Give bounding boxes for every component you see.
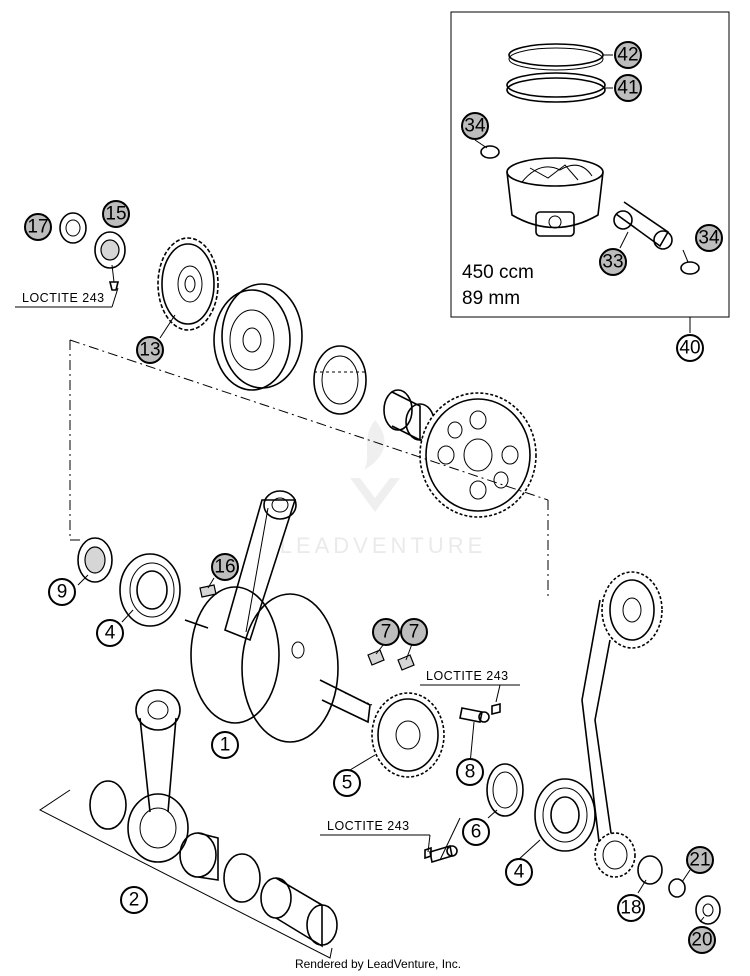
primary-gear bbox=[157, 237, 219, 331]
svg-text:16: 16 bbox=[214, 557, 235, 578]
callout-7: 7 bbox=[372, 618, 400, 646]
starter-gear bbox=[419, 392, 537, 518]
piston-pin-clip bbox=[680, 261, 700, 275]
piston-pin-clip bbox=[480, 145, 500, 159]
callout-18: 18 bbox=[617, 894, 645, 922]
shaft-seal bbox=[59, 212, 87, 244]
callout-4: 4 bbox=[505, 858, 533, 886]
svg-text:15: 15 bbox=[105, 204, 126, 225]
loctite-label: LOCTITE 243 bbox=[22, 291, 105, 305]
freewheel bbox=[313, 345, 367, 415]
callout-2: 2 bbox=[120, 886, 148, 914]
callout-5: 5 bbox=[333, 769, 361, 797]
callout-41: 41 bbox=[614, 74, 642, 102]
svg-text:34: 34 bbox=[698, 228, 720, 249]
svg-text:8: 8 bbox=[465, 762, 476, 783]
con-rod-kit-bracket bbox=[39, 789, 333, 959]
shaft-seal-with-bolt bbox=[94, 231, 126, 291]
callout-leaders bbox=[77, 54, 705, 923]
callout-13: 13 bbox=[136, 336, 164, 364]
callout-40: 40 bbox=[676, 334, 704, 362]
piston-kit-box bbox=[450, 11, 730, 318]
thrust-washer bbox=[223, 853, 261, 903]
loctite-label: LOCTITE 243 bbox=[327, 819, 410, 833]
callout-17: 17 bbox=[24, 213, 52, 241]
woodruff-key bbox=[367, 649, 385, 666]
piston bbox=[506, 157, 604, 237]
svg-text:7: 7 bbox=[381, 622, 392, 643]
loctite-label: LOCTITE 243 bbox=[426, 669, 509, 683]
svg-text:40: 40 bbox=[679, 338, 700, 359]
svg-text:42: 42 bbox=[617, 45, 638, 66]
svg-text:20: 20 bbox=[691, 930, 712, 951]
svg-text:4: 4 bbox=[105, 623, 116, 644]
washer bbox=[491, 702, 501, 716]
circlip bbox=[637, 855, 663, 885]
svg-text:5: 5 bbox=[342, 773, 353, 794]
svg-text:2: 2 bbox=[129, 890, 140, 911]
leadventure-watermark-logo: LEADVENTURE bbox=[280, 420, 487, 558]
callout-21: 21 bbox=[686, 846, 714, 874]
svg-text:4: 4 bbox=[514, 862, 525, 883]
thrust-washer bbox=[89, 780, 127, 830]
crankshaft-gear bbox=[371, 692, 445, 778]
main-bearing bbox=[119, 553, 181, 627]
bolt bbox=[459, 707, 490, 723]
callout-4: 4 bbox=[96, 619, 124, 647]
callout-20: 20 bbox=[688, 926, 716, 954]
svg-text:41: 41 bbox=[617, 78, 638, 99]
assembly-boundary bbox=[69, 339, 549, 600]
watermark-text: LEADVENTURE bbox=[280, 533, 487, 558]
footer-credit: Rendered by LeadVenture, Inc. bbox=[295, 957, 461, 971]
flywheel-housing bbox=[213, 283, 303, 391]
callout-33: 33 bbox=[599, 248, 627, 276]
callout-6: 6 bbox=[462, 818, 490, 846]
svg-text:34: 34 bbox=[464, 116, 486, 137]
piston-rings bbox=[506, 43, 613, 103]
svg-text:6: 6 bbox=[471, 822, 482, 843]
svg-text:33: 33 bbox=[602, 252, 623, 273]
piston-bore: 89 mm bbox=[462, 288, 520, 309]
callout-9: 9 bbox=[48, 578, 76, 606]
svg-text:7: 7 bbox=[409, 622, 420, 643]
big-end-bearing bbox=[179, 832, 219, 881]
svg-text:1: 1 bbox=[220, 735, 231, 756]
callout-7: 7 bbox=[400, 618, 428, 646]
washer bbox=[424, 846, 432, 860]
woodruff-key bbox=[397, 654, 415, 671]
piston-pin bbox=[613, 201, 673, 250]
callout-1: 1 bbox=[211, 731, 239, 759]
svg-text:17: 17 bbox=[27, 217, 48, 238]
nut bbox=[695, 895, 721, 925]
svg-text:9: 9 bbox=[57, 582, 68, 603]
spacer-washer bbox=[486, 763, 524, 817]
callout-8: 8 bbox=[456, 758, 484, 786]
crankshaft bbox=[184, 490, 373, 743]
washer bbox=[668, 878, 686, 898]
main-bearing bbox=[534, 778, 596, 852]
callout-16: 16 bbox=[211, 553, 239, 581]
bolt bbox=[429, 844, 458, 864]
piston-displacement: 450 ccm bbox=[462, 262, 534, 283]
svg-text:13: 13 bbox=[139, 340, 160, 361]
svg-text:18: 18 bbox=[620, 898, 641, 919]
callout-42: 42 bbox=[614, 41, 642, 69]
svg-text:21: 21 bbox=[689, 850, 710, 871]
callout-34: 34 bbox=[695, 224, 723, 252]
callout-34: 34 bbox=[461, 112, 489, 140]
callout-15: 15 bbox=[102, 200, 130, 228]
crank-seal bbox=[77, 537, 113, 583]
timing-chain bbox=[581, 571, 663, 878]
connecting-rod bbox=[127, 689, 189, 863]
crank-pin bbox=[260, 877, 338, 948]
